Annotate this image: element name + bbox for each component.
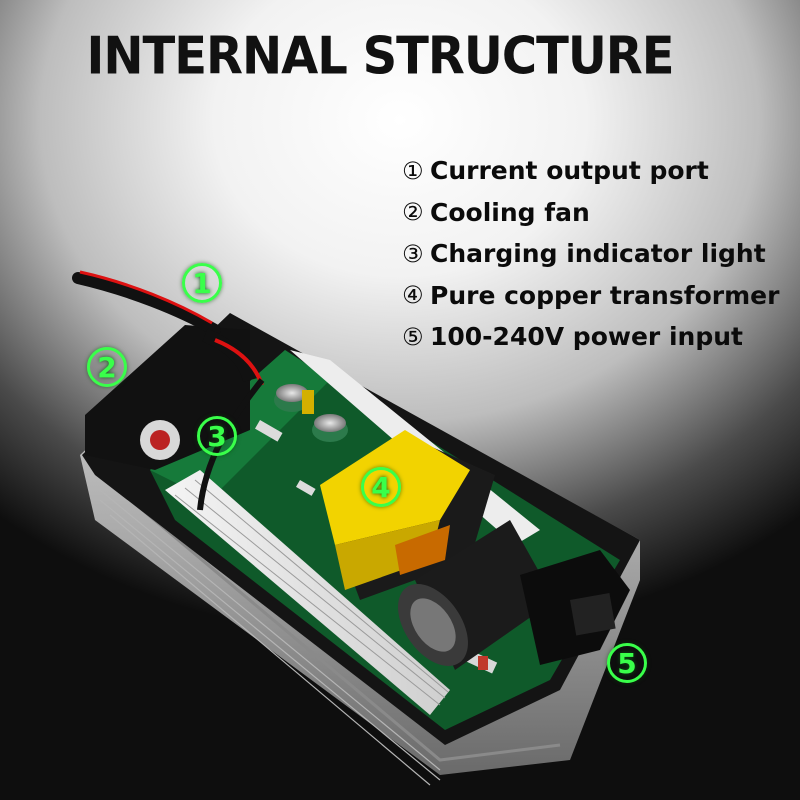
legend-label: 100-240V power input: [430, 322, 743, 352]
heatsink: [165, 470, 450, 715]
page-title: INTERNAL STRUCTURE: [86, 25, 674, 87]
legend-item-output-port: ① Current output port: [402, 150, 792, 192]
marker-1-output-port: 1: [182, 263, 222, 303]
legend-number: ⑤: [402, 322, 424, 351]
legend-number: ①: [402, 156, 424, 185]
marker-4-transformer: 4: [361, 467, 401, 507]
marker-2-cooling-fan: 2: [87, 347, 127, 387]
legend-item-indicator-light: ③ Charging indicator light: [402, 233, 792, 275]
legend-list: ① Current output port ② Cooling fan ③ Ch…: [402, 150, 792, 358]
legend-item-transformer: ④ Pure copper transformer: [402, 275, 792, 317]
legend-label: Pure copper transformer: [430, 280, 780, 310]
legend-number: ④: [402, 281, 424, 310]
legend-number: ③: [402, 239, 424, 268]
legend-label: Cooling fan: [430, 197, 590, 227]
legend-item-cooling-fan: ② Cooling fan: [402, 192, 792, 234]
legend-number: ②: [402, 198, 424, 227]
main-capacitor: [398, 520, 555, 670]
capacitors: [274, 384, 348, 442]
power-input-socket: [520, 550, 630, 665]
marker-3-indicator-light: 3: [197, 416, 237, 456]
legend-item-power-input: ⑤ 100-240V power input: [402, 316, 792, 358]
legend-label: Charging indicator light: [430, 239, 766, 269]
legend-label: Current output port: [430, 156, 709, 186]
marker-5-power-input: 5: [607, 643, 647, 683]
